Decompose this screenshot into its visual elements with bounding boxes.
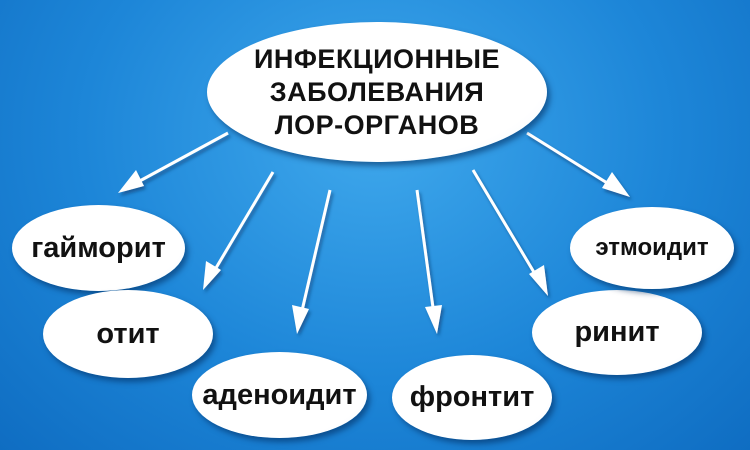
node-etmoidit: этмоидит [570, 207, 734, 289]
node-frontit: фронтит [392, 355, 552, 440]
node-otit-label: отит [96, 317, 160, 350]
arrow-root-to-etmoidit [526, 131, 630, 197]
arrow-root-to-frontit [415, 189, 442, 334]
node-rinit-label: ринит [574, 316, 660, 348]
node-otit: отит [43, 290, 213, 378]
root-label-line-2: ЗАБОЛЕВАНИЯ [269, 76, 485, 107]
node-etmoidit-label: этмоидит [595, 234, 709, 261]
root-node: ИНФЕКЦИОННЫЕ ЗАБОЛЕВАНИЯ ЛОР-ОРГАНОВ [207, 22, 547, 162]
root-label-line-3: ЛОР-ОРГАНОВ [274, 109, 480, 140]
arrow-root-to-rinit [471, 169, 548, 296]
node-rinit: ринит [532, 290, 702, 375]
arrow-root-to-gaimorit [118, 131, 229, 193]
node-gaimorit: гайморит [12, 205, 185, 291]
arrow-root-to-otit [203, 171, 275, 290]
node-gaimorit-label: гайморит [31, 231, 166, 264]
node-adenoidit: аденоидит [192, 352, 367, 438]
arrow-root-to-adenoidit [292, 189, 332, 334]
node-frontit-label: фронтит [409, 381, 535, 413]
node-adenoidit-label: аденоидит [202, 378, 357, 411]
root-label-line-1: ИНФЕКЦИОННЫЕ [253, 43, 500, 74]
root-node-label: ИНФЕКЦИОННЫЕ ЗАБОЛЕВАНИЯ ЛОР-ОРГАНОВ [247, 43, 507, 142]
